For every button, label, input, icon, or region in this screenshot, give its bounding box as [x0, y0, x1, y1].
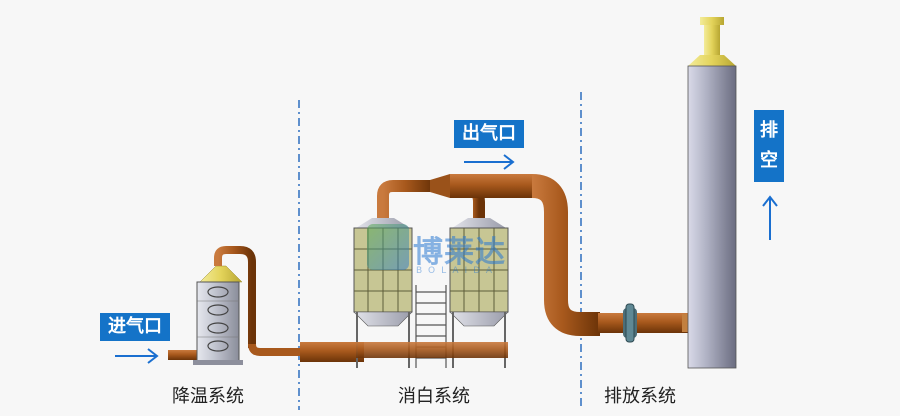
duct-under-units [356, 342, 508, 358]
outlet-label: 出气口 [454, 120, 524, 148]
inlet-label: 进气口 [100, 313, 170, 341]
exhaust-arrow [762, 195, 778, 240]
section-cooling: 降温系统 [172, 386, 244, 407]
logo-text: 博莱达 [413, 235, 506, 270]
whitening-unit-right [449, 218, 509, 368]
top-duct [377, 174, 600, 336]
exhaust-stack [687, 17, 737, 369]
exhaust-label-bottom: 空 [760, 150, 778, 171]
exhaust-label: 排 空 [754, 110, 784, 182]
exhaust-label-top: 排 [760, 120, 778, 141]
inlet-arrow [115, 348, 159, 364]
logo-mark-icon [367, 224, 409, 270]
section-exhaust: 排放系统 [604, 386, 676, 407]
duct-low [300, 342, 364, 362]
outlet-arrow [464, 154, 515, 170]
cooling-tower [193, 246, 300, 365]
fan [623, 303, 637, 343]
logo-subtext: BOLAIDA [416, 266, 499, 276]
inlet-pipe [168, 350, 198, 360]
section-whitening: 消白系统 [398, 386, 470, 407]
exhaust-duct [598, 313, 688, 333]
